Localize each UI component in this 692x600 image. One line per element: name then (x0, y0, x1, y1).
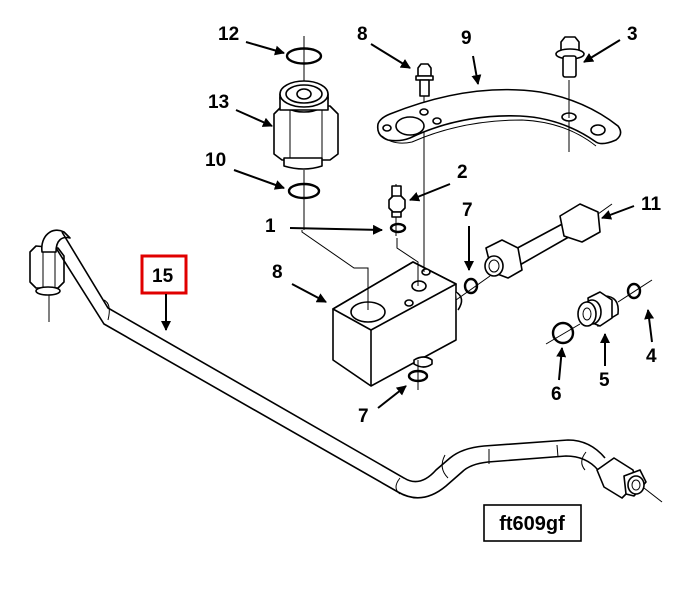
leader-arrow-1 (289, 224, 383, 235)
callout-2[interactable]: 2 (409, 162, 468, 202)
o-ring-part-7-side[interactable] (455, 275, 491, 301)
callout-7-side[interactable]: 7 (462, 200, 474, 271)
callout-label-1: 1 (265, 216, 276, 237)
fitting-part-14[interactable] (273, 52, 339, 170)
callout-label-11: 11 (641, 194, 662, 215)
callout-label-15: 15 (152, 266, 174, 287)
callout-11[interactable]: 11 (601, 194, 662, 220)
bracket-part-10[interactable] (376, 88, 622, 152)
callout-label-5: 5 (599, 370, 610, 391)
leader-arrow-8 (291, 283, 327, 303)
leader-arrow-7-bottom (377, 385, 407, 409)
leader-arrow-6 (556, 347, 567, 381)
o-ring-part-4[interactable] (617, 279, 653, 303)
highlight-box (140, 254, 188, 295)
callout-15-highlighted[interactable]: 15 (140, 254, 188, 331)
callout-4[interactable]: 4 (644, 309, 657, 367)
fuel-tube-part-15[interactable] (29, 229, 663, 503)
callout-label-7-bottom: 7 (358, 406, 369, 427)
leader-arrow-10 (471, 55, 482, 85)
callout-label-8-text: 8 (272, 262, 283, 283)
leader-arrow-3 (583, 39, 621, 63)
leader-arrow-9 (370, 43, 411, 69)
callout-label-13: 12 (218, 24, 239, 45)
leader-arrow-2 (409, 183, 451, 202)
callout-9[interactable]: 8 (357, 24, 411, 69)
callout-label-7-side: 7 (462, 200, 473, 221)
figure-id-text: ft609gf (499, 513, 565, 535)
figure-id-label: ft609gf (483, 504, 582, 542)
callout-1[interactable]: 1 (265, 216, 383, 237)
leader-arrow-13 (245, 41, 285, 56)
callout-label-14: 13 (208, 92, 229, 113)
callout-5[interactable]: 5 (599, 333, 610, 391)
callout-label-4: 4 (646, 346, 657, 367)
o-ring-part-12[interactable] (287, 170, 321, 230)
callout-3[interactable]: 3 (583, 24, 638, 63)
leader-arrow-14 (235, 109, 273, 127)
callout-8[interactable]: 8 (272, 262, 327, 303)
callout-label-10: 9 (461, 28, 472, 49)
o-ring-part-1[interactable] (389, 222, 407, 234)
adapter-part-5[interactable] (577, 291, 620, 327)
callout-label-3: 3 (627, 24, 638, 45)
leader-arrow-11 (601, 205, 635, 220)
callout-14[interactable]: 13 (208, 92, 273, 127)
o-ring-part-7-bottom[interactable] (407, 360, 429, 390)
callout-7-bottom[interactable]: 7 (358, 385, 407, 427)
screw-part-9[interactable] (415, 63, 434, 120)
callout-label-12: 10 (205, 150, 226, 171)
o-ring-part-6[interactable] (545, 321, 581, 345)
callout-label-9: 8 (357, 24, 368, 45)
tube-right-fitting (596, 457, 663, 503)
tube-left-fitting (29, 229, 71, 322)
leader-arrow-12 (233, 169, 285, 190)
fitting-part-2[interactable] (388, 184, 406, 236)
leader-arrow-4 (644, 309, 655, 343)
callout-10[interactable]: 9 (461, 28, 482, 85)
callout-13[interactable]: 12 (218, 24, 285, 56)
o-ring-part-13[interactable] (285, 36, 323, 72)
callout-label-2: 2 (457, 162, 468, 183)
callout-6[interactable]: 6 (551, 347, 567, 405)
callout-12[interactable]: 10 (205, 150, 285, 190)
connector-tube-part-11[interactable] (484, 203, 613, 279)
bolt-part-3[interactable] (555, 36, 585, 118)
callout-label-6: 6 (551, 384, 562, 405)
block-part-8[interactable] (301, 118, 463, 387)
